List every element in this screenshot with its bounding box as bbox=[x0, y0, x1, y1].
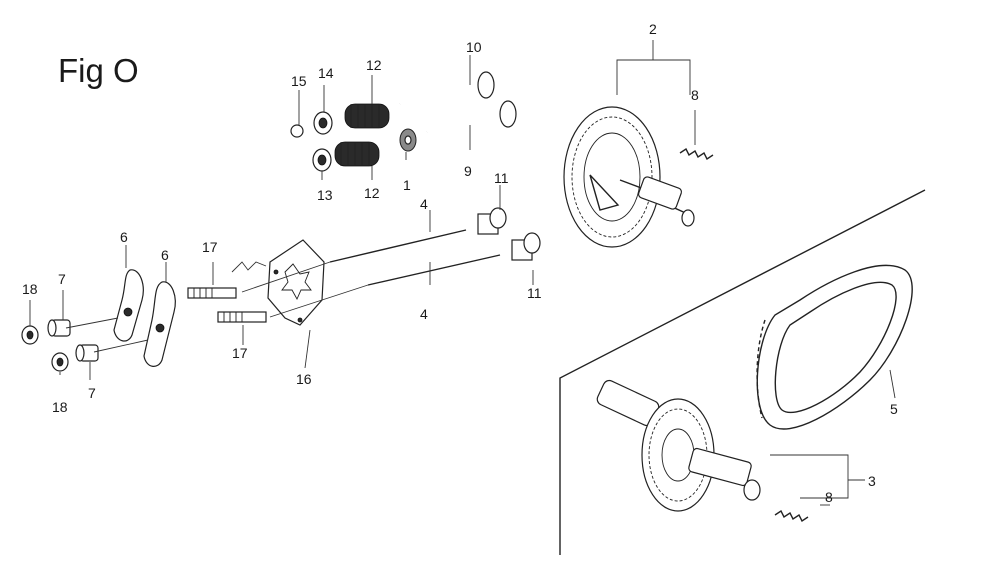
part-6-rocker-arm-left[interactable] bbox=[113, 269, 144, 342]
figure-title: Fig O bbox=[58, 52, 139, 89]
callout-13: 13 bbox=[317, 187, 333, 203]
part-5-timing-belt[interactable] bbox=[756, 264, 913, 430]
part-2-camshaft-gear[interactable] bbox=[563, 106, 695, 248]
part-11-tappet-upper[interactable] bbox=[477, 207, 507, 235]
callout-17-upper: 17 bbox=[202, 239, 218, 255]
callout-7-lower: 7 bbox=[88, 385, 96, 401]
callout-15: 15 bbox=[291, 73, 307, 89]
part-16-rocker-plate[interactable] bbox=[267, 239, 325, 326]
callout-17-lower: 17 bbox=[232, 345, 248, 361]
part-7-bushing-lower[interactable] bbox=[75, 344, 99, 362]
callout-6-right: 6 bbox=[161, 247, 169, 263]
callout-10: 10 bbox=[466, 39, 482, 55]
callout-12-upper: 12 bbox=[366, 57, 382, 73]
part-4-pushrod-upper[interactable] bbox=[329, 229, 467, 263]
part-13-washer[interactable] bbox=[312, 148, 332, 172]
part-18-nut-lower[interactable] bbox=[51, 352, 69, 372]
callout-4-upper: 4 bbox=[420, 196, 428, 212]
part-8-spring-lower[interactable] bbox=[774, 509, 809, 523]
callout-8-lower: 8 bbox=[825, 489, 833, 505]
leader-lines bbox=[29, 40, 896, 506]
inset-boundary bbox=[559, 189, 926, 555]
part-1-retainer[interactable] bbox=[399, 128, 417, 152]
part-4-pushrod-lower[interactable] bbox=[367, 254, 501, 286]
part-7-bushing-upper[interactable] bbox=[47, 319, 71, 337]
part-12-spring-lower[interactable] bbox=[334, 141, 380, 167]
callout-2: 2 bbox=[649, 21, 657, 37]
callout-11-upper: 11 bbox=[494, 170, 509, 186]
callout-7-upper: 7 bbox=[58, 271, 66, 287]
part-11-tappet-lower[interactable] bbox=[511, 232, 541, 261]
callout-18-upper: 18 bbox=[22, 281, 38, 297]
part-9-valve[interactable] bbox=[426, 100, 517, 134]
callout-16: 16 bbox=[296, 371, 312, 387]
callout-12-lower: 12 bbox=[364, 185, 380, 201]
callout-4-lower: 4 bbox=[420, 306, 428, 322]
callout-1: 1 bbox=[403, 177, 411, 193]
callout-14: 14 bbox=[318, 65, 334, 81]
part-15-ring[interactable] bbox=[290, 124, 304, 138]
part-10-valve[interactable] bbox=[399, 71, 495, 106]
part-18-nut-upper[interactable] bbox=[21, 325, 39, 345]
part-17-stud-lower[interactable] bbox=[217, 311, 267, 323]
part-8-spring-upper[interactable] bbox=[679, 147, 714, 161]
part-17-stud-upper[interactable] bbox=[187, 287, 237, 299]
callout-18-lower: 18 bbox=[52, 399, 68, 415]
part-12-spring-upper[interactable] bbox=[344, 103, 390, 129]
part-3-crankshaft-gear[interactable] bbox=[595, 379, 761, 512]
callout-3: 3 bbox=[868, 473, 876, 489]
callout-9: 9 bbox=[464, 163, 472, 179]
part-6-rocker-arm-right[interactable] bbox=[143, 281, 176, 367]
callout-6-left: 6 bbox=[120, 229, 128, 245]
callout-8-upper: 8 bbox=[691, 87, 699, 103]
callout-11-lower: 11 bbox=[527, 285, 542, 301]
callout-5: 5 bbox=[890, 401, 898, 417]
part-14-washer[interactable] bbox=[313, 111, 333, 135]
